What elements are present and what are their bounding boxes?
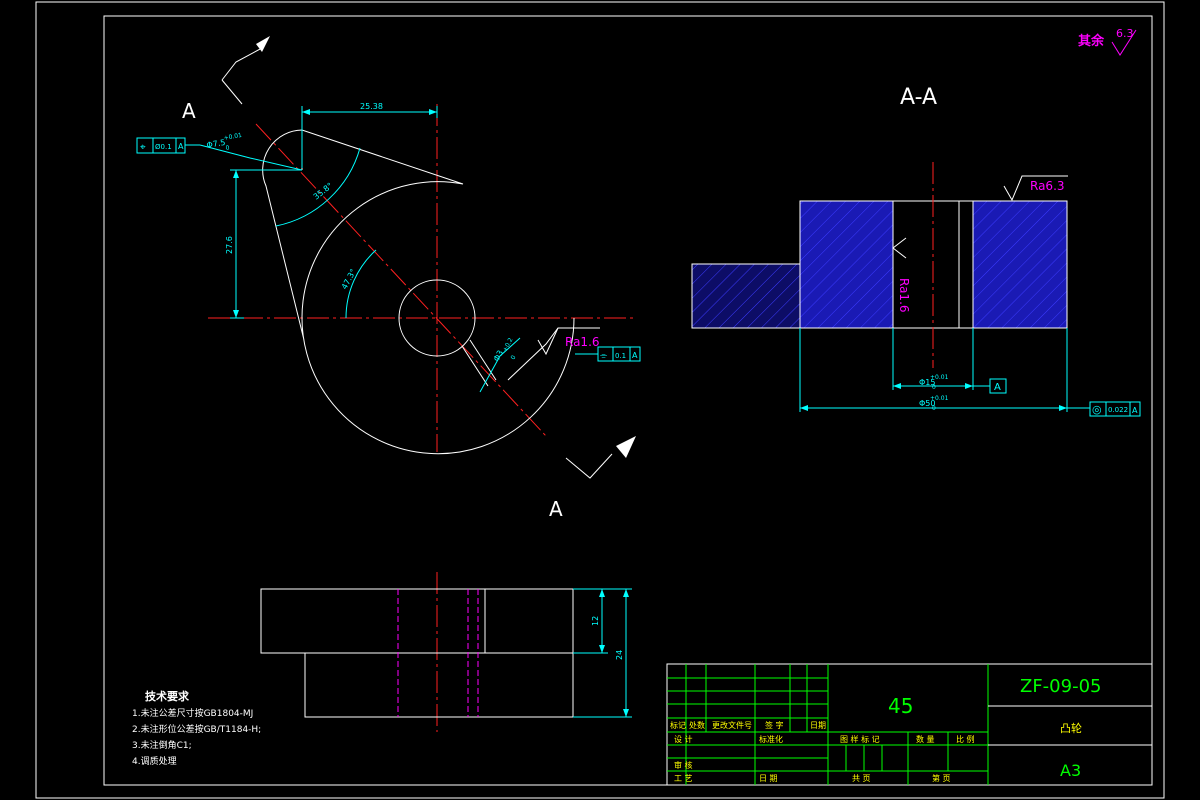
right-grid <box>988 705 1152 746</box>
hole-dim-lower: 0 <box>225 144 230 152</box>
tech-req-item-4: 4.调质处理 <box>132 755 177 767</box>
outer-dim-upper: +0.01 <box>930 395 949 402</box>
rev-header-mark: 标记 <box>670 720 686 730</box>
roughness-symbol <box>1111 29 1137 56</box>
roughness-front-text: Ra1.6 <box>565 335 600 349</box>
diagonal-center-line <box>255 123 547 437</box>
dim-vertical <box>230 169 302 319</box>
title-block-frame <box>666 663 1153 786</box>
rev-header-file: 更改文件号 <box>712 720 752 730</box>
gdt-right-datum: A <box>632 351 638 360</box>
rev-header-count: 处数 <box>689 720 705 730</box>
tech-req-item-2: 2.未注形位公差按GB/T1184-H; <box>132 723 261 735</box>
tech-req-item-3: 3.未注倒角C1; <box>132 739 192 751</box>
roughness-symbol-top <box>1003 175 1068 202</box>
scale-label: 比 例 <box>956 734 975 744</box>
dim-vertical-text: 27.6 <box>225 236 234 254</box>
default-roughness-value: 6.3 <box>1116 27 1134 40</box>
outer-dim-lower: 0 <box>932 405 936 412</box>
bottom-view: 12 24 <box>260 572 632 732</box>
tech-req-title: 技术要求 <box>145 689 190 703</box>
angle-2-text: 47.3° <box>340 267 358 290</box>
process-label: 工 艺 <box>674 774 693 783</box>
hole-dim-upper: +0.01 <box>223 132 243 142</box>
sheet-size: A3 <box>1060 761 1081 780</box>
dim-horizontal <box>301 106 438 168</box>
default-roughness-prefix: 其余 <box>1078 33 1105 49</box>
material-text: 45 <box>888 694 913 718</box>
drawing-number: ZF-09-05 <box>1020 676 1101 697</box>
rev-header-sign: 签 字 <box>765 720 784 730</box>
outer-dim-main: Φ50 <box>919 399 935 408</box>
gdt-section-value: 0.022 <box>1108 406 1128 414</box>
revision-grid <box>667 664 829 785</box>
weight-label: 数 量 <box>916 734 935 744</box>
gdt-right-value: 0.1 <box>615 352 626 360</box>
stage-mark-label: 图 样 标 记 <box>840 734 880 744</box>
section-arrow-top <box>221 36 270 105</box>
bore-dim-upper: +0.01 <box>930 374 949 381</box>
hole-dim-main: Φ7.5 <box>206 138 226 150</box>
section-label-bottom: A <box>549 497 563 521</box>
review-label: 审 核 <box>674 760 693 770</box>
bore-dim-lower: 0 <box>932 384 936 391</box>
standardize-label: 标准化 <box>759 734 783 744</box>
keyway <box>461 339 497 387</box>
bore-dim-main: Φ15 <box>919 378 935 387</box>
tech-req-item-1: 1.未注公差尺寸按GB1804-MJ <box>132 707 253 719</box>
rev-header-date: 日期 <box>810 721 826 730</box>
gdt-left-symbol: ⌖ <box>140 142 146 153</box>
section-view: A-A Ra6.3 Ra1.6 +0.01 Φ15 0 A <box>691 85 1141 417</box>
hub-left-hatch <box>799 200 894 329</box>
angle-arc-2 <box>345 249 377 319</box>
gdt-left-value: Ø0.1 <box>155 143 172 151</box>
dim-height-2-text: 24 <box>615 650 624 660</box>
section-label-top: A <box>182 99 196 123</box>
roughness-symbol-bore <box>892 237 907 259</box>
total-sheets-label: 共 页 <box>852 774 871 783</box>
shaft-section <box>691 263 801 329</box>
date-label: 日 期 <box>759 774 778 783</box>
cam-profile <box>262 129 575 455</box>
tech-requirements: 技术要求 1.未注公差尺寸按GB1804-MJ 2.未注形位公差按GB/T118… <box>132 689 261 767</box>
front-view: A A 25.38 <box>136 36 641 521</box>
default-roughness-note: 其余 6.3 <box>1078 27 1137 56</box>
sheet-no-label: 第 页 <box>932 773 951 783</box>
hub-right-hatch <box>972 200 1068 329</box>
gdt-right-symbol: ⌯ <box>600 351 608 361</box>
roughness-symbol-front <box>537 327 559 356</box>
section-arrow-bottom <box>565 436 636 479</box>
bottom-lower-body <box>304 652 574 718</box>
gdt-section-datum: A <box>1132 406 1138 415</box>
roughness-bore-text: Ra1.6 <box>897 278 911 313</box>
sheet-inner-border <box>103 15 1153 786</box>
gdt-frame-right <box>575 346 641 362</box>
gdt-frame-left <box>136 137 200 154</box>
dim-height <box>573 588 632 718</box>
roughness-leader-front <box>507 327 600 381</box>
gdt-section-symbol: ◎ <box>1092 403 1102 416</box>
title-block: 标记 处数 更改文件号 签 字 日期 设 计 标准化 审 核 工 艺 日 期 4… <box>666 663 1153 786</box>
bottom-upper-body <box>260 588 574 654</box>
roughness-top-text: Ra6.3 <box>1030 179 1065 193</box>
angle-arc-1 <box>275 147 361 227</box>
dim-bore <box>892 328 1007 394</box>
middle-grid <box>828 664 989 785</box>
datum-label: A <box>994 382 1001 393</box>
dim-outer <box>799 328 1141 417</box>
part-name: 凸轮 <box>1060 721 1082 735</box>
cam-bore <box>398 279 476 357</box>
hole-dim-leader <box>199 144 303 171</box>
dim-height-1-text: 12 <box>591 616 600 626</box>
keyway-dim-leader <box>479 337 521 393</box>
section-view-title: A-A <box>900 85 937 110</box>
angle-1-text: 35.8° <box>312 181 335 202</box>
sheet-outer-border <box>35 1 1165 799</box>
gdt-left-datum: A <box>178 142 184 151</box>
keyway-dim-lower: 0 <box>510 354 518 361</box>
design-label: 设 计 <box>674 734 693 744</box>
dim-horizontal-text: 25.38 <box>360 102 383 111</box>
